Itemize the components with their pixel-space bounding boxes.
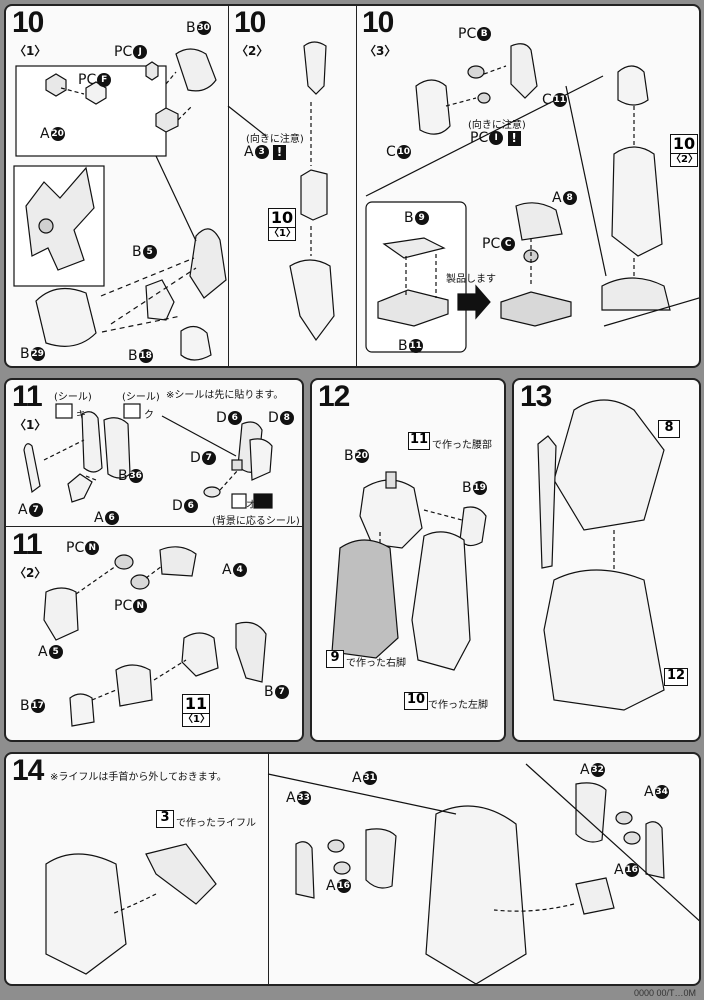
ref-step-11: 11 [408,432,430,450]
ref-step-10: 10 [404,692,428,710]
substep-11-2: 〈2〉 [14,566,47,580]
divider-10-2-3 [356,6,357,366]
note-built-waist: で作った腰部 [432,440,492,451]
ref-step-8: 8 [658,420,680,438]
divider-11-1-2 [6,526,302,527]
note-seal-back: (背景に応るシール) [212,516,300,527]
note-orientation-10-2: (向きに注意) [246,134,304,145]
seal-o: オ [246,500,256,511]
seal-ku: ク [144,410,154,421]
step-10-3-number: 10 [362,6,394,39]
step-10-number: 10 [12,6,44,39]
note-combine: 製品します [446,274,496,285]
note-built-right-leg: で作った右脚 [346,658,406,669]
divider-10-1-2 [228,6,229,366]
ref-step-10-1: 10〈1〉 [268,208,296,241]
ref-step-12: 12 [664,668,688,686]
seal-ki: キ [76,410,86,421]
label-seal-1: (シール) [54,392,92,403]
step-12-illustration [331,471,487,671]
note-rifle: ※ライフルは手首から外しておきます。 [50,772,227,783]
substep-11-1: 〈1〉 [14,418,47,432]
ref-step-10-2: 10〈2〉 [670,134,698,167]
note-built-rifle: で作ったライフル [176,818,256,829]
step-14-illustration [45,763,699,984]
step-13-illustration [537,399,665,711]
step-11-2-number: 11 [12,528,43,561]
substep-10-2: 〈2〉 [236,44,269,58]
warning-icon-2: ! [507,130,521,146]
step-13-panel: 13 8 12 [512,378,701,742]
step-12-number: 12 [318,380,350,413]
note-orientation-10-3: (向きに注意) [468,120,526,131]
substep-10-3: 〈3〉 [364,44,397,58]
ref-step-9: 9 [326,650,344,668]
step-11-number: 11 [12,380,43,413]
note-seal-first: ※シールは先に貼ります。 [166,390,284,401]
note-built-left-leg: で作った左脚 [428,700,488,711]
step-13-number: 13 [520,380,552,413]
warning-icon: ! [273,144,287,160]
step-10-illustration [13,41,699,361]
divider-14-1-2 [268,754,269,984]
step-11-illustration [23,403,273,727]
footer-code: 0000 00/T…0M [633,988,696,998]
step-10-2-number: 10 [234,6,266,39]
ref-step-3: 3 [156,810,174,828]
ref-step-11-1: 11〈1〉 [182,694,210,727]
substep-10-1: 〈1〉 [14,44,47,58]
step-14-number: 14 [12,754,44,787]
label-seal-2: (シール) [122,392,160,403]
